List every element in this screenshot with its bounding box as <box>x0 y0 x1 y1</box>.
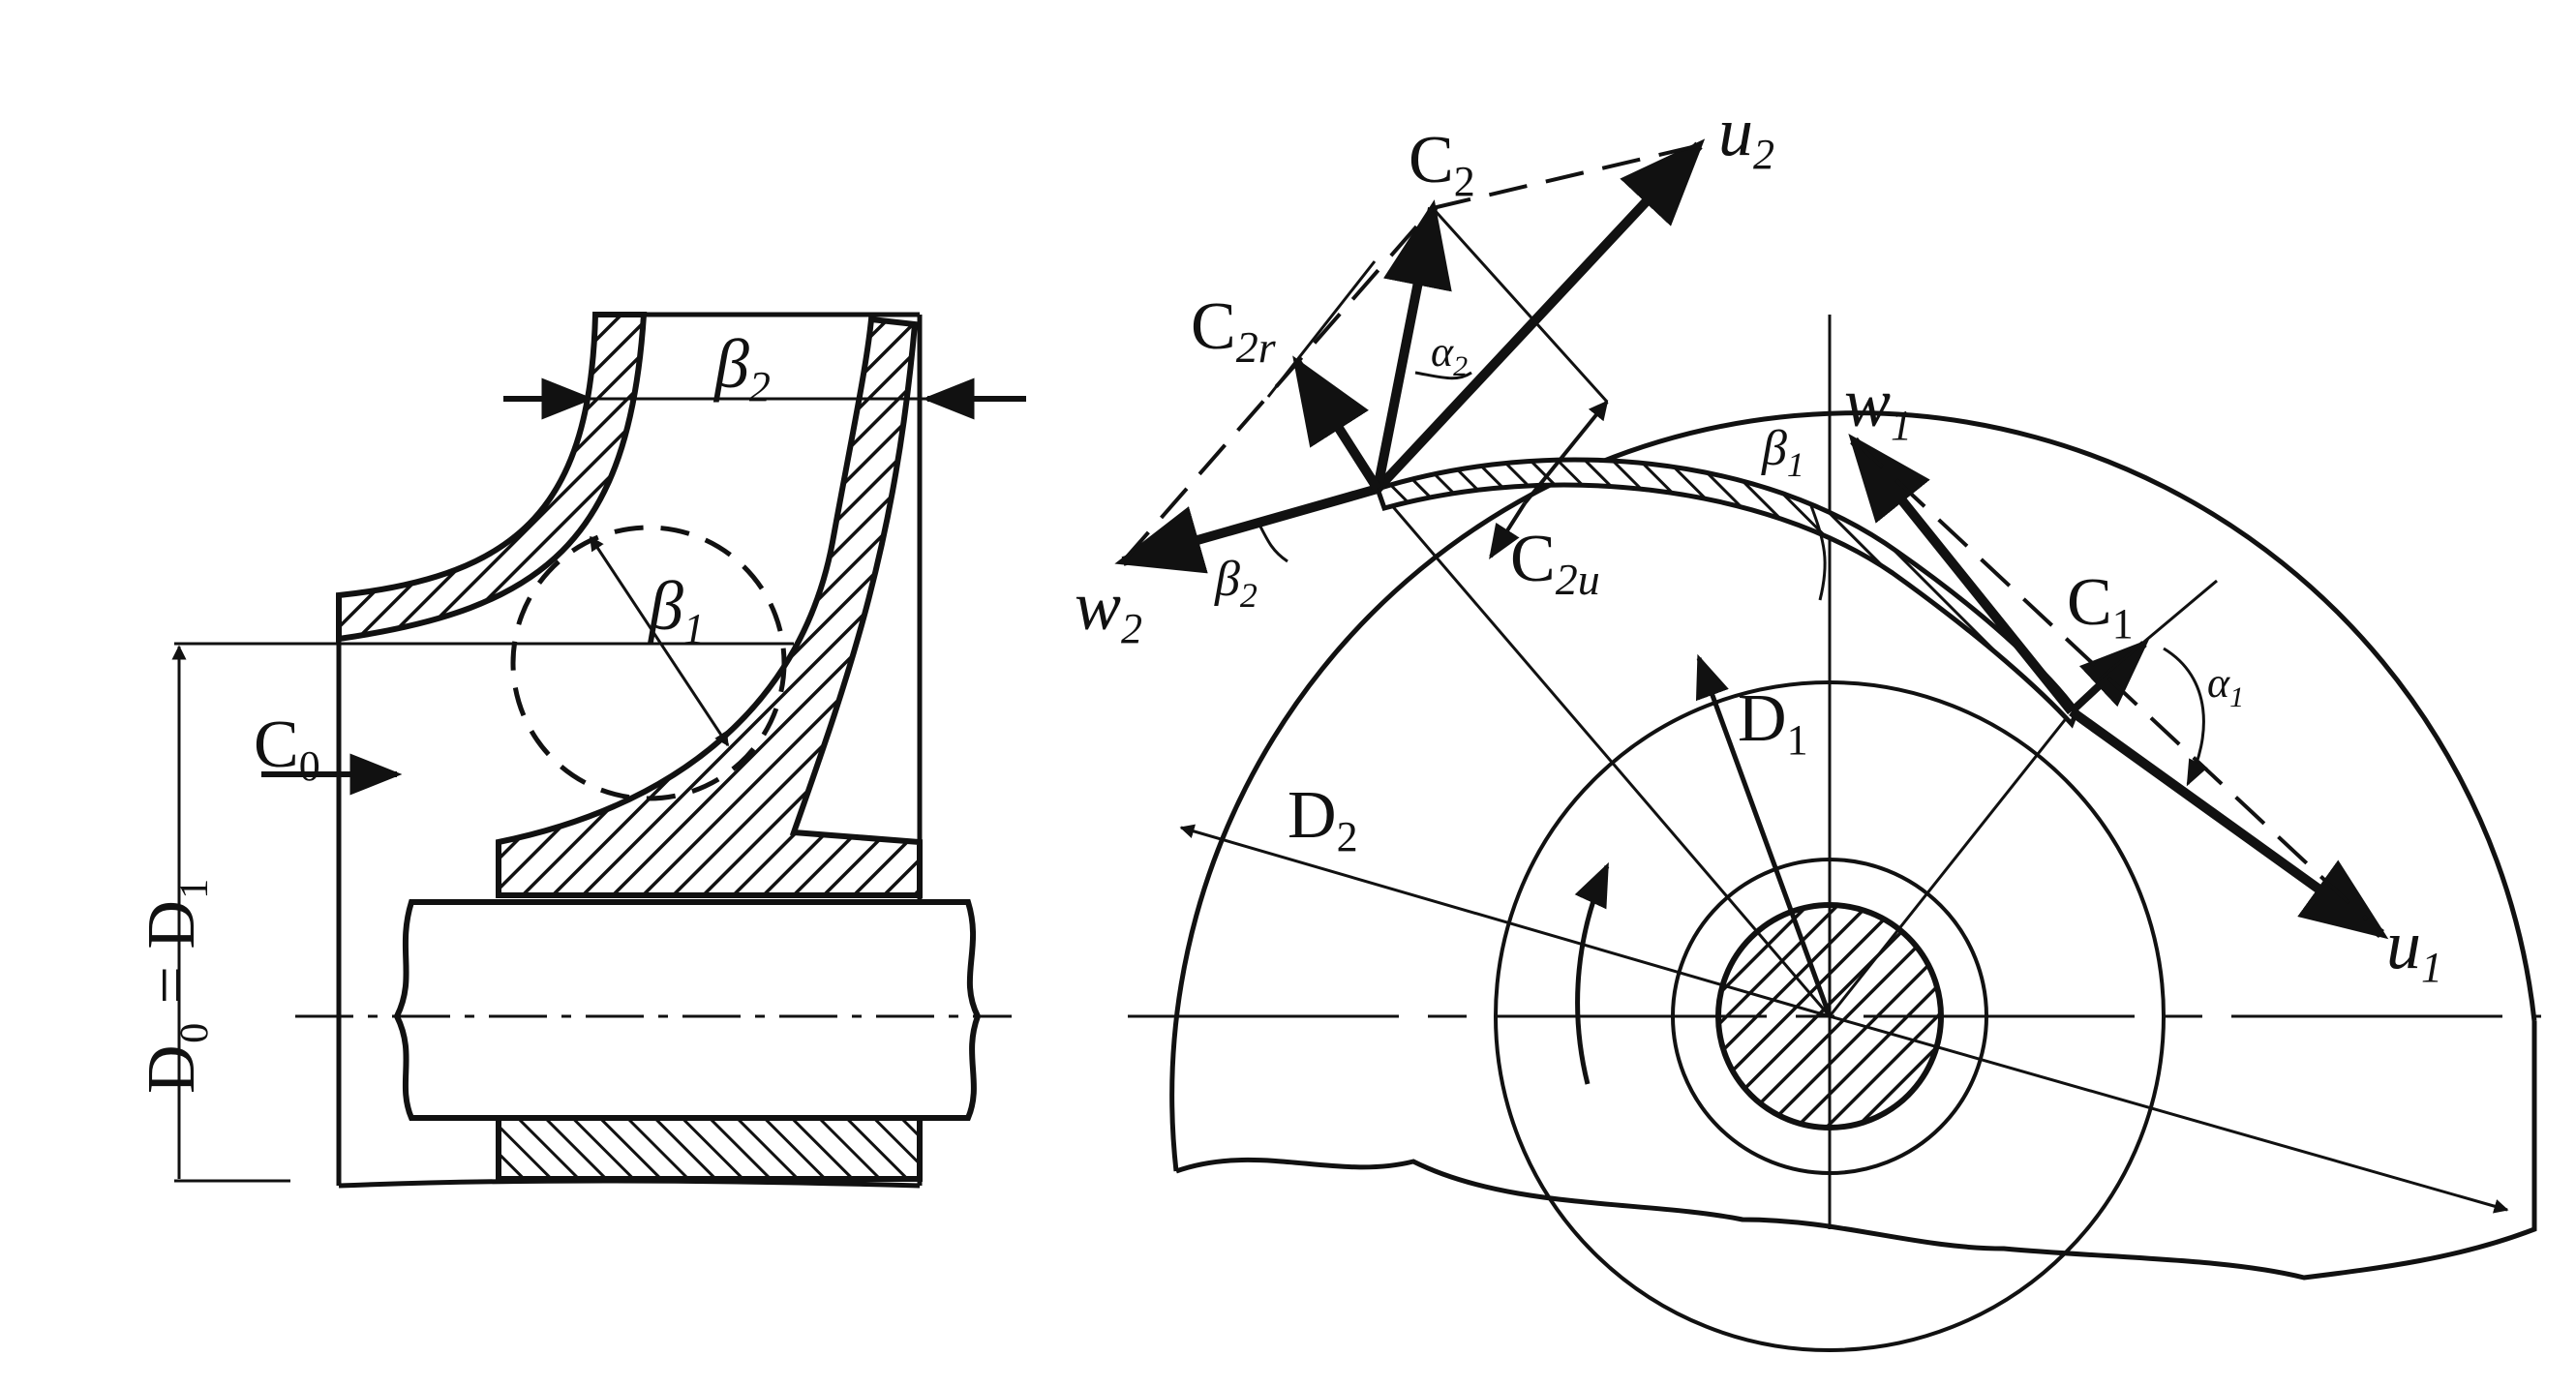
alpha1-label: α1 <box>2207 659 2244 713</box>
c1-vector <box>2069 639 2150 714</box>
c2-label: C2 <box>1409 123 1475 205</box>
c0-label: C0 <box>254 708 320 790</box>
break-line <box>1175 1021 2537 1281</box>
u1-vector <box>2069 707 2389 940</box>
b1-dimension-line <box>589 535 730 747</box>
d2-radius-right <box>1829 1014 2509 1214</box>
beta2-label: β2 <box>1214 552 1258 615</box>
lower-hub <box>496 1108 923 1182</box>
u2-label: u2 <box>1718 93 1774 178</box>
alpha1-arc <box>2163 647 2208 787</box>
d0-equals-d1-label: D₀ = D₁ <box>135 877 209 1094</box>
d2-radius-left <box>1179 824 1831 1018</box>
d1-radius-arrow <box>1695 653 1833 1017</box>
w1-to-u1-dashed <box>1852 438 2369 921</box>
meridional-section <box>171 312 1026 1189</box>
impeller-front-view <box>1114 138 2541 1352</box>
back-disc <box>496 316 923 898</box>
u2-vector <box>1374 138 1706 493</box>
c1-label: C1 <box>2067 565 2134 648</box>
b2-label: β2 <box>712 325 771 410</box>
c2u-projection <box>1431 206 1609 404</box>
w1-vector <box>1848 433 2076 715</box>
c2r-label: C2r <box>1191 289 1277 372</box>
outer-diameter-arc <box>1169 410 2537 1172</box>
w1-label: w1 <box>1844 364 1912 449</box>
c2-to-u2-dashed <box>1432 141 1710 210</box>
rotation-arrow <box>1574 861 1610 1085</box>
w2-vector <box>1114 484 1379 574</box>
b1-label: β1 <box>647 567 705 652</box>
beta2-arc <box>1257 522 1288 563</box>
c2u-label: C2u <box>1510 522 1600 604</box>
c2-vector <box>1373 199 1452 490</box>
beta1-arc <box>1808 502 1827 601</box>
c2u-arrow <box>1489 501 1527 560</box>
d1-label: D1 <box>1738 681 1808 764</box>
c2r-vector <box>1292 355 1382 492</box>
shaft <box>393 899 982 1121</box>
u1-label: u1 <box>2386 906 2442 991</box>
front-shroud <box>336 312 648 643</box>
alpha2-arc <box>1414 371 1472 380</box>
alpha2-label: α2 <box>1431 328 1468 382</box>
inscribed-circle <box>510 525 787 801</box>
d2-label: D2 <box>1288 778 1358 860</box>
w2-label: w2 <box>1075 567 1142 652</box>
beta1-label: β1 <box>1761 421 1804 484</box>
